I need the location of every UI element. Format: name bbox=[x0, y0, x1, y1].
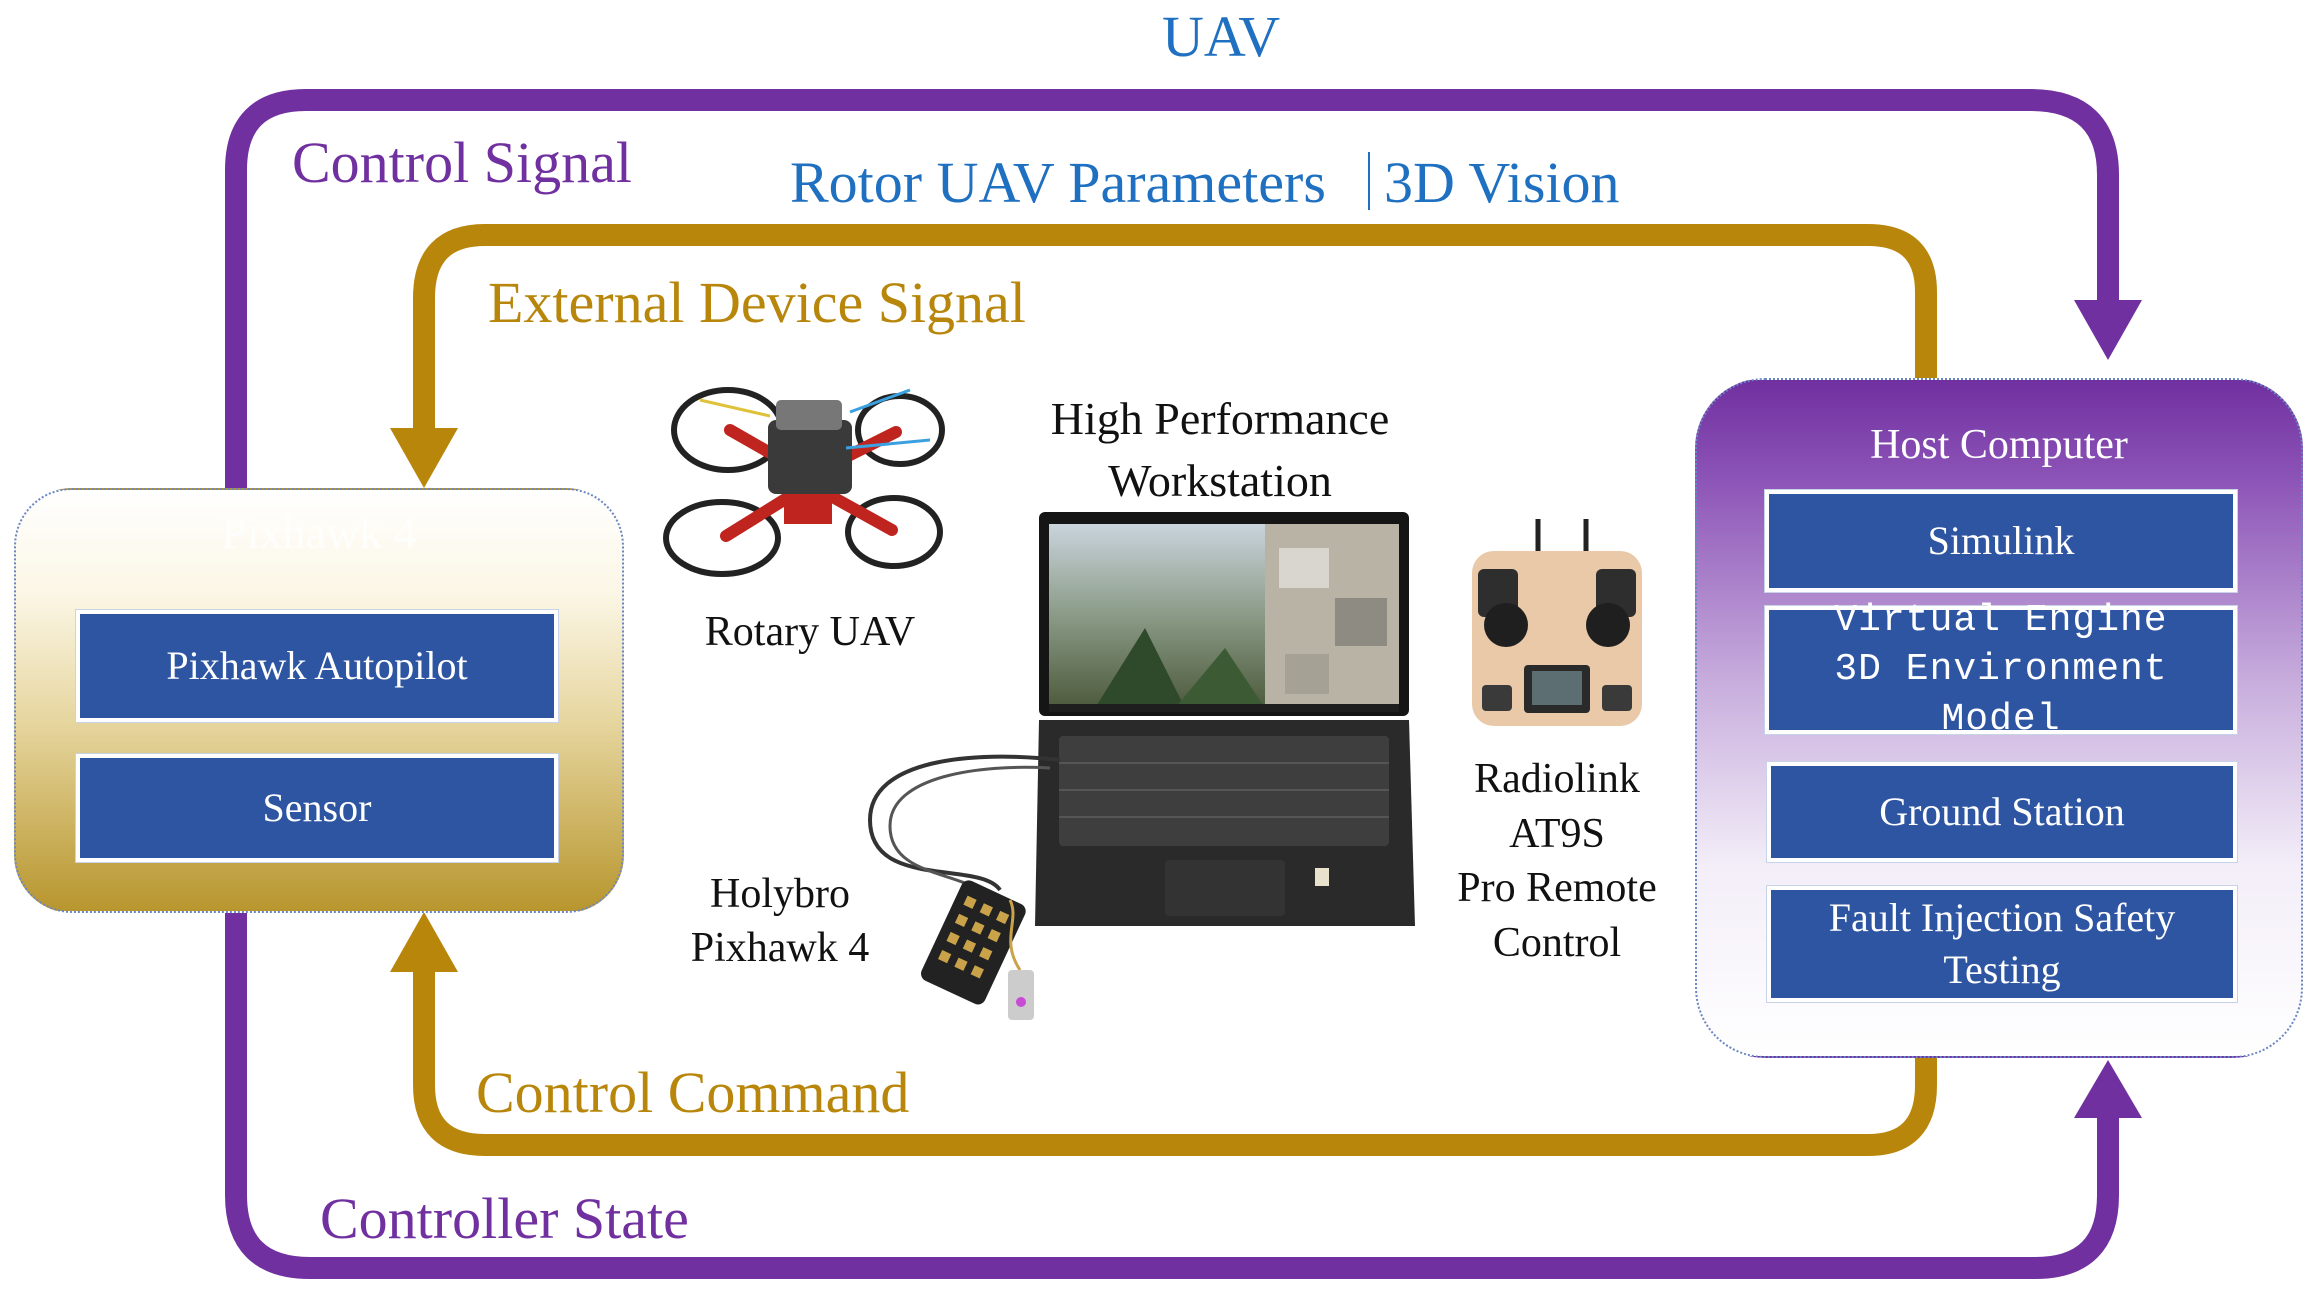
holybro-pixhawk-label: Holybro Pixhawk 4 bbox=[690, 871, 870, 971]
radiolink-remote-label: Radiolink AT9S Pro Remote Control bbox=[1457, 756, 1657, 966]
outer-loop-bottom-arrowhead bbox=[2074, 1060, 2142, 1118]
outer-loop-top-arrowhead bbox=[2074, 300, 2142, 360]
3d-vision-label: 3D Vision bbox=[1384, 150, 1620, 215]
inner-loop-top-arrow bbox=[413, 224, 1937, 447]
parameters-divider bbox=[1368, 152, 1370, 210]
radiolink-remote-image bbox=[1472, 519, 1642, 726]
control-signal-label: Control Signal bbox=[292, 130, 632, 195]
rotor-uav-parameters-label: Rotor UAV Parameters bbox=[790, 150, 1326, 215]
simulink-box: Simulink bbox=[1765, 490, 2237, 592]
virtual-engine-box: Virtual Engine 3D Environment Model bbox=[1765, 599, 2237, 741]
uav-label: UAV bbox=[1162, 4, 1281, 69]
host-computer-panel: Host Computer Simulink Virtual Engine 3D… bbox=[1695, 378, 2303, 1058]
outer-loop-bottom-arrow bbox=[225, 901, 2119, 1279]
outer-loop-top-arrow bbox=[225, 89, 2119, 501]
inner-loop-top-arrowhead bbox=[390, 428, 458, 488]
fault-injection-box: Fault Injection Safety Testing bbox=[1767, 886, 2237, 1002]
workstation-label: High Performance Workstation bbox=[1050, 393, 1390, 507]
holybro-pixhawk-image bbox=[867, 754, 1061, 1020]
rotary-uav-image bbox=[663, 387, 945, 577]
inner-loop-bottom-arrow bbox=[413, 955, 1937, 1156]
workstation-laptop-image bbox=[1035, 512, 1415, 926]
pixhawk-autopilot-box: Pixhawk Autopilot bbox=[76, 610, 558, 722]
external-device-signal-label: External Device Signal bbox=[488, 270, 1026, 335]
pixhawk-panel-title: Pixhawk 4 bbox=[221, 507, 417, 558]
ground-station-box: Ground Station bbox=[1767, 762, 2237, 862]
sensor-box: Sensor bbox=[76, 754, 558, 862]
rotary-uav-label: Rotary UAV bbox=[704, 609, 916, 655]
inner-loop-bottom-arrowhead bbox=[390, 912, 458, 972]
controller-state-label: Controller State bbox=[320, 1186, 689, 1251]
pixhawk-panel: Pixhawk 4 Pixhawk Autopilot Sensor bbox=[14, 488, 624, 913]
host-computer-title: Host Computer bbox=[1870, 422, 2128, 468]
control-command-label: Control Command bbox=[476, 1060, 910, 1125]
